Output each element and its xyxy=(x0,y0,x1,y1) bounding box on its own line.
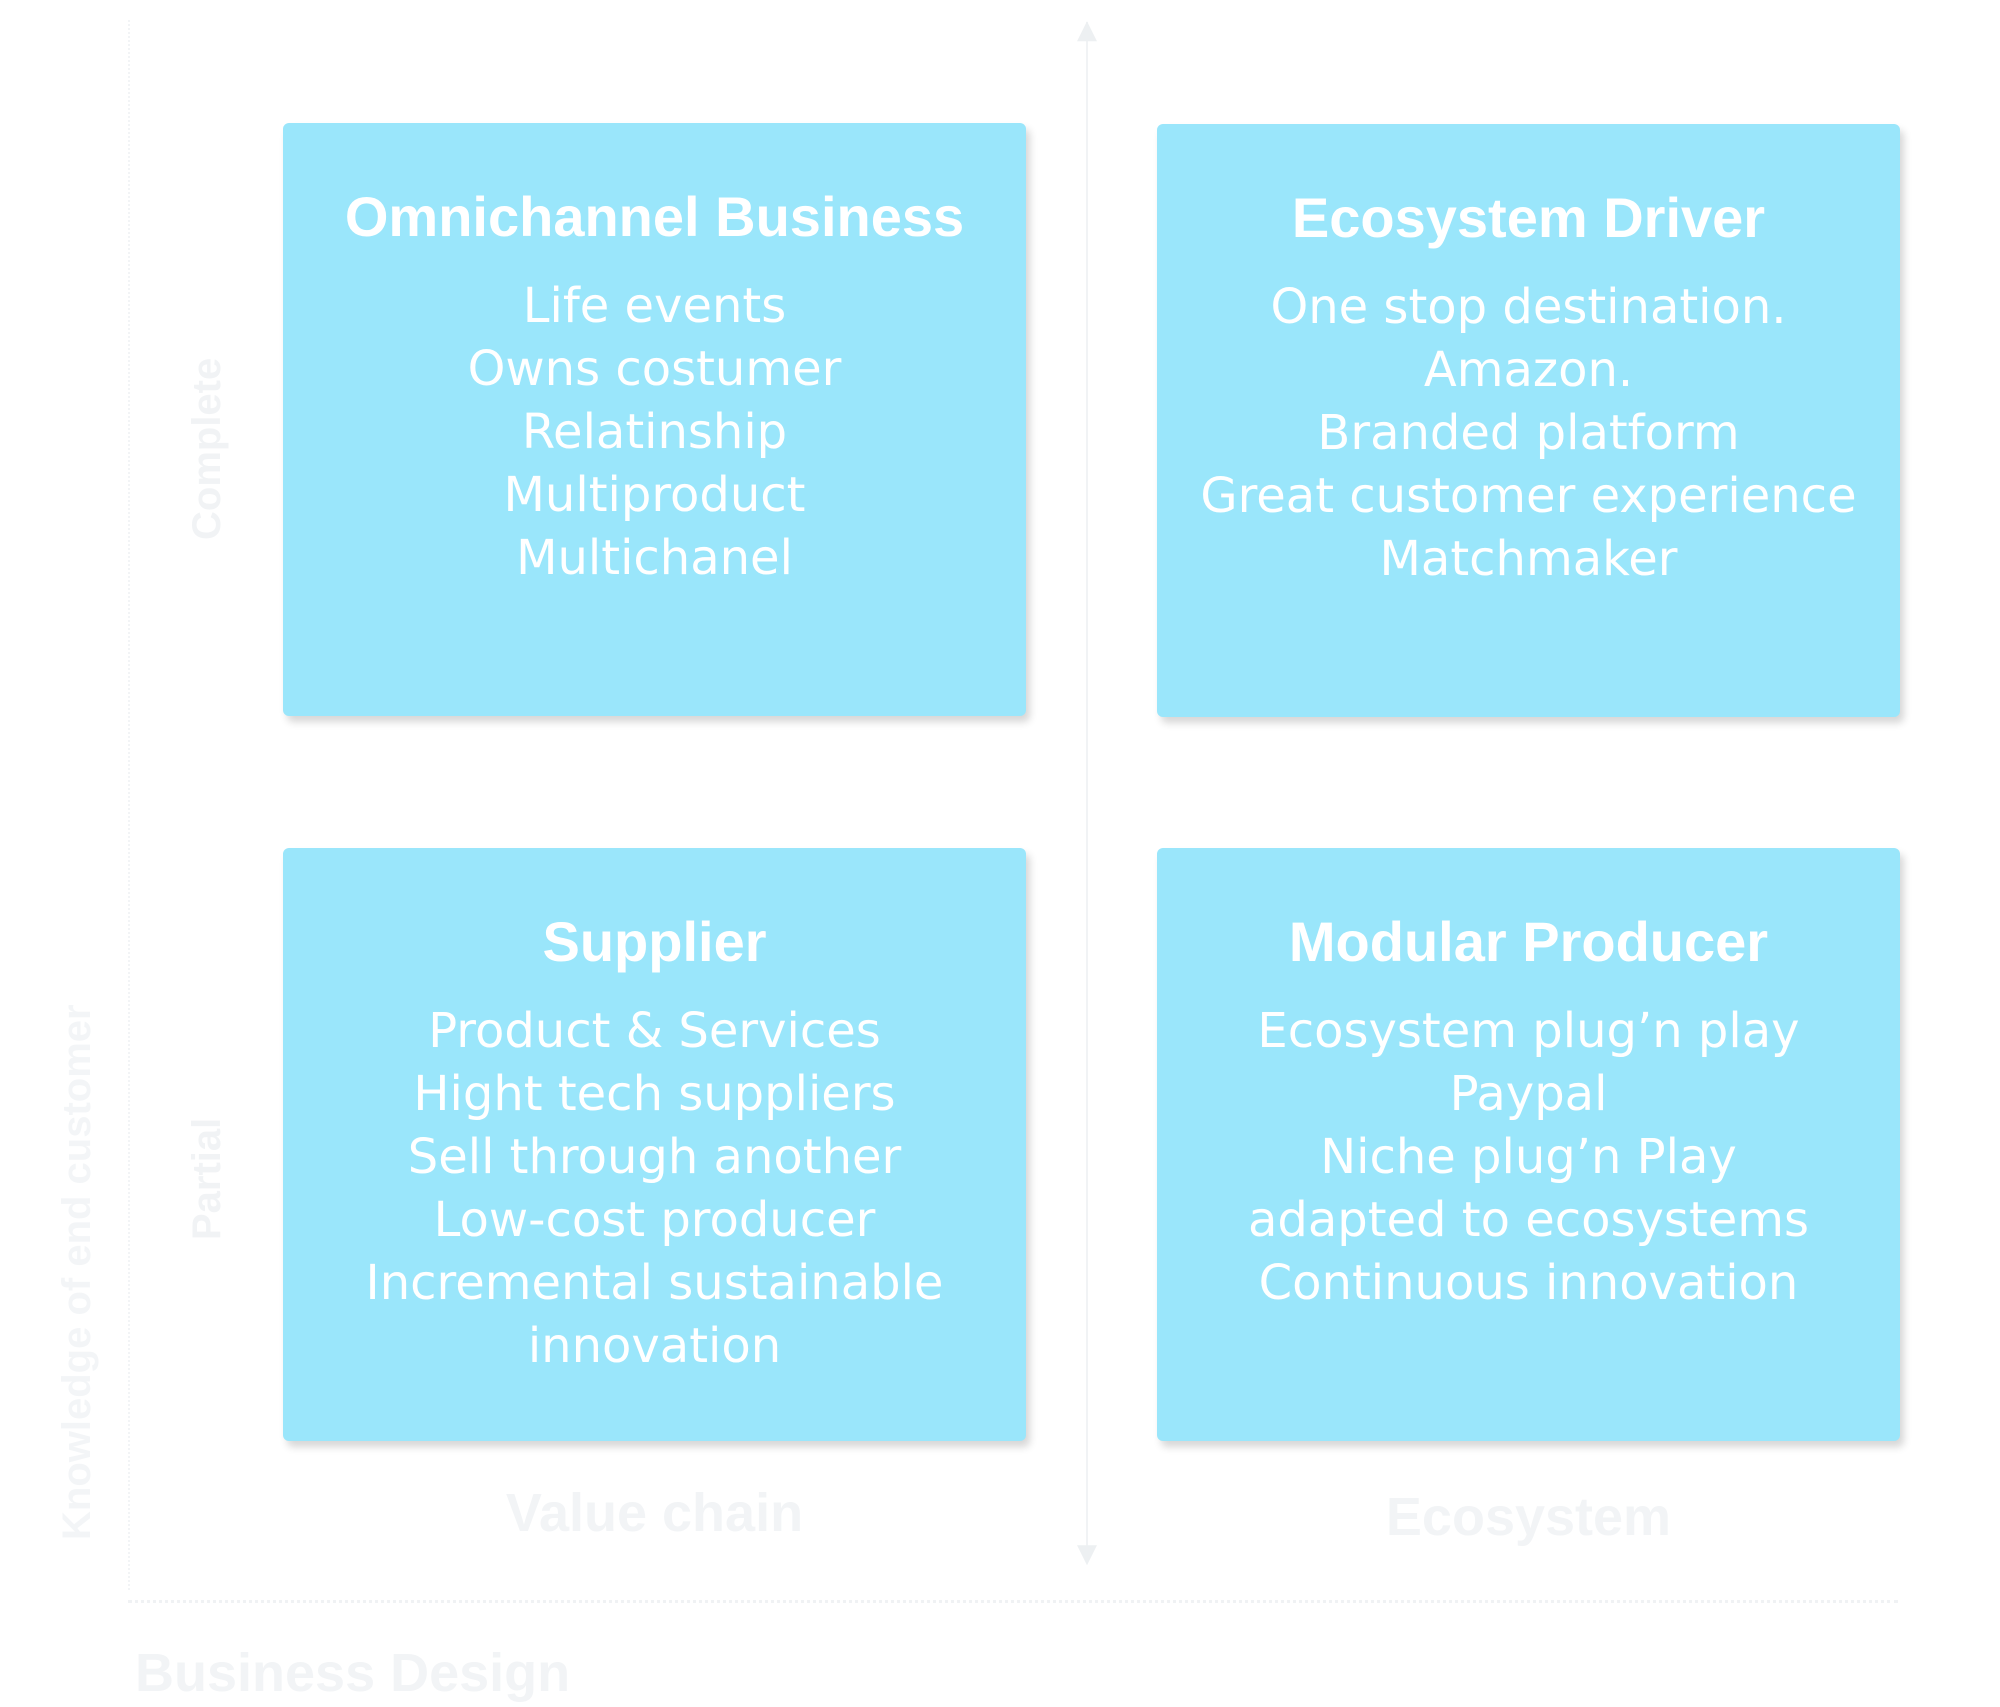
arrow-up-icon: ▲ xyxy=(1077,15,1097,45)
quadrant-ecosystem-driver: Ecosystem Driver One stop destination. A… xyxy=(1157,124,1900,717)
x-axis-line xyxy=(128,1600,1898,1603)
quadrant-modular-producer: Modular Producer Ecosystem plug’n play P… xyxy=(1157,848,1900,1441)
quadrant-line: Hight tech suppliers xyxy=(413,1066,896,1122)
x-label-ecosystem: Ecosystem xyxy=(1385,1487,1672,1547)
quadrant-line: Continuous innovation xyxy=(1258,1255,1799,1311)
arrow-down-icon: ▼ xyxy=(1077,1539,1097,1569)
quadrant-omnichannel-business: Omnichannel Business Life events Owns co… xyxy=(283,123,1026,716)
y-axis-title: Knowledge of end customer xyxy=(55,1004,99,1540)
quadrant-line: innovation xyxy=(527,1318,782,1374)
quadrant-lines: Product & Services Hight tech suppliers … xyxy=(283,1000,1026,1378)
quadrant-line: Life events xyxy=(522,278,787,334)
quadrant-line: One stop destination. xyxy=(1270,279,1787,335)
quadrant-line: Relatinship xyxy=(521,404,788,460)
y-axis-line xyxy=(128,20,130,1590)
quadrant-line: Owns costumer xyxy=(467,341,842,397)
x-axis-title: Business Design xyxy=(135,1643,571,1703)
center-divider xyxy=(1086,22,1088,1562)
quadrant-line: Amazon. xyxy=(1423,342,1634,398)
quadrant-lines: One stop destination. Amazon. Branded pl… xyxy=(1157,276,1900,591)
quadrant-line: Paypal xyxy=(1449,1066,1608,1122)
quadrant-line: Niche plug’n Play xyxy=(1320,1129,1737,1185)
quadrant-line: Low-cost producer xyxy=(433,1192,876,1248)
quadrant-supplier: Supplier Product & Services Hight tech s… xyxy=(283,848,1026,1441)
quadrant-title: Supplier xyxy=(542,910,767,973)
y-label-complete: Complete xyxy=(185,357,229,540)
quadrant-line: Multichanel xyxy=(516,530,793,586)
quadrant-line: Multiproduct xyxy=(503,467,806,523)
quadrant-line: Great customer experience xyxy=(1200,468,1857,524)
quadrant-line: Sell through another xyxy=(407,1129,902,1185)
quadrant-title: Omnichannel Business xyxy=(344,185,965,248)
quadrant-line: adapted to ecosystems xyxy=(1247,1192,1810,1248)
quadrant-lines: Ecosystem plug’n play Paypal Niche plug’… xyxy=(1157,1000,1900,1315)
quadrant-line: Ecosystem plug’n play xyxy=(1257,1003,1800,1059)
quadrant-title: Modular Producer xyxy=(1288,910,1769,973)
quadrant-title: Ecosystem Driver xyxy=(1291,186,1766,249)
quadrant-line: Product & Services xyxy=(428,1003,881,1059)
x-label-value-chain: Value chain xyxy=(505,1483,804,1543)
quadrant-lines: Life events Owns costumer Relatinship Mu… xyxy=(283,275,1026,590)
quadrant-line: Matchmaker xyxy=(1379,531,1678,587)
y-label-partial: Partial xyxy=(185,1117,229,1240)
quadrant-line: Branded platform xyxy=(1317,405,1740,461)
quadrant-line: Incremental sustainable xyxy=(365,1255,944,1311)
